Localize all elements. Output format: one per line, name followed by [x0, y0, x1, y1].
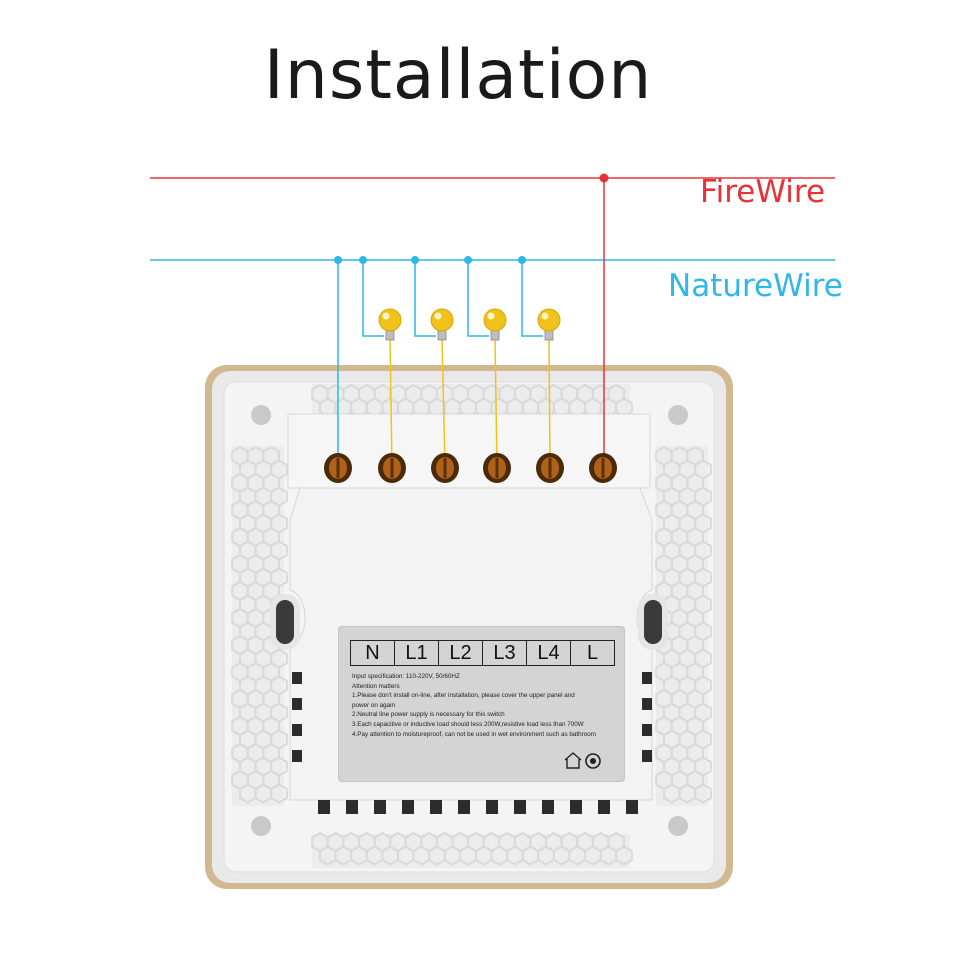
bulb-highlight: [434, 312, 442, 320]
certification-icons: [564, 752, 601, 769]
vent-slot: [402, 800, 414, 814]
load-wire: [494, 337, 498, 467]
load-wire: [389, 337, 393, 467]
vent-slot: [430, 800, 442, 814]
terminal-label-l: L: [586, 642, 599, 664]
terminal-label-l3: L3: [483, 641, 527, 665]
vent-slot: [626, 800, 638, 814]
spec-line: Input specification: 110-220V, 50/60HZ: [352, 673, 460, 680]
light-bulb-icon: [483, 308, 507, 332]
bulb-highlight: [487, 312, 495, 320]
terminal-label-l1: L1: [395, 641, 439, 665]
vent-slot: [374, 800, 386, 814]
spec-line: Attention matters: [352, 682, 400, 690]
bulb-highlight: [541, 312, 549, 320]
spec-line: power on again: [352, 701, 396, 709]
honeycomb-cell: [615, 845, 633, 866]
vent-slot: [346, 800, 358, 814]
vent-slots: [292, 672, 652, 762]
neutral-branch-line: [467, 260, 489, 337]
page-title: Installation: [263, 36, 653, 115]
terminal-label-l2: L2: [439, 641, 483, 665]
vent-slot: [458, 800, 470, 814]
neutral-branch-line: [521, 260, 543, 337]
indoor-use-icon: [564, 752, 582, 769]
vent-slot: [486, 800, 498, 814]
light-bulb-icon: [378, 308, 402, 332]
light-bulb-icon: [537, 308, 561, 332]
neutral-junction-dot: [334, 256, 342, 264]
naturewire-label: NatureWire: [668, 268, 843, 304]
honeycomb-cell: [270, 783, 288, 804]
spec-text: Input specification: 110-220V, 50/60HZ A…: [352, 672, 620, 739]
bulb-highlight: [382, 312, 390, 320]
load-wire: [441, 337, 446, 467]
neutral-branch-line: [414, 260, 436, 337]
spec-line: 2.Neutral line power supply is necessary…: [352, 711, 505, 719]
spec-line: 4.Pay attention to moistureproof, can no…: [352, 730, 596, 738]
spec-line: 3.Each capacitive or inductive load shou…: [352, 720, 584, 728]
vent-slot: [514, 800, 526, 814]
load-wire: [548, 337, 551, 467]
terminal-screws: [324, 453, 617, 483]
load-circuits: [359, 256, 561, 467]
honeycomb-cell: [694, 783, 712, 804]
terminal-label-l4: L4: [527, 641, 571, 665]
certification-mark-icon: [585, 753, 601, 769]
fire-junction-dot: [599, 173, 609, 183]
spec-line: 1.Please don't install on-line, after in…: [352, 692, 575, 700]
light-bulb-icon: [430, 308, 454, 332]
firewire-label: FireWire: [700, 174, 826, 210]
vent-slot: [570, 800, 582, 814]
screw-holes: [251, 405, 688, 836]
bottom-vent-slots: [318, 800, 638, 814]
vent-slot: [542, 800, 554, 814]
specification-sticker: N L1 L2 L3 L4 L Input specification: 110…: [338, 626, 625, 782]
neutral-branch-line: [362, 260, 384, 337]
vent-slot: [318, 800, 330, 814]
terminal-label-n: N: [351, 641, 395, 665]
terminal-legend: N L1 L2 L3 L4 L: [350, 640, 615, 666]
vent-slot: [598, 800, 610, 814]
